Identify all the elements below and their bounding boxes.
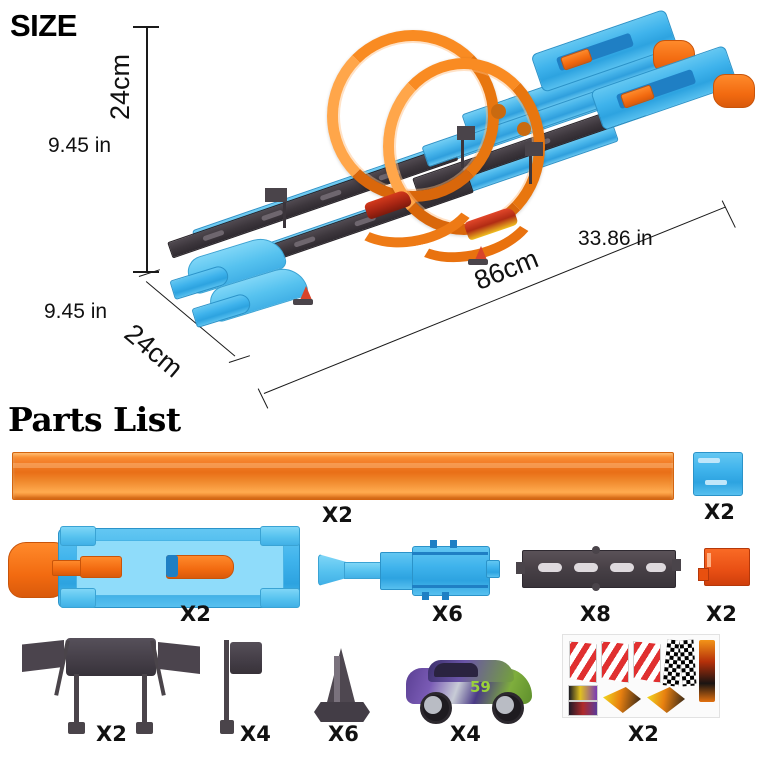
signpost-sign-1 [457, 126, 475, 140]
qty-small-blue-connector: X2 [704, 500, 735, 524]
qty-blue-launcher-base: X2 [180, 602, 211, 626]
part-orange-block-connector [698, 546, 750, 590]
qty-blue-track-connector: X6 [432, 602, 463, 626]
part-sign-post [212, 636, 270, 734]
height-cm-label: 24cm [105, 53, 135, 120]
part-small-blue-connector [693, 452, 743, 496]
height-inches-label: 9.45 in [48, 134, 112, 157]
depth-cm-label: 24cm [118, 318, 189, 384]
product-photo [165, 8, 755, 329]
qty-sign-post: X4 [240, 722, 271, 746]
qty-finish-gate-with-flags: X2 [96, 722, 127, 746]
qty-traffic-cone: X6 [328, 722, 359, 746]
part-traffic-cone [310, 648, 380, 730]
signpost-pole-3 [283, 194, 286, 228]
part-dark-slotted-track [516, 546, 681, 592]
part-finish-gate-with-flags [16, 634, 200, 734]
part-sticker-sheet [562, 634, 720, 718]
qty-dark-slotted-track: X8 [580, 602, 611, 626]
height-dimension-line [146, 26, 148, 272]
cone-on-base-2 [300, 286, 312, 300]
cone-on-base-1 [475, 246, 487, 260]
length-inches-label: 33.86 in [578, 227, 653, 250]
part-race-car: 59 [404, 652, 536, 726]
loop-badge-1 [491, 104, 506, 119]
signpost-pole-1 [461, 130, 464, 168]
race-car-number: 59 [470, 678, 491, 696]
signpost-pole-2 [529, 146, 532, 184]
signpost-sign-2 [525, 142, 543, 156]
size-section-title: SIZE [10, 8, 77, 43]
part-blue-launcher-base [8, 526, 308, 608]
launcher-knob-2 [713, 74, 755, 108]
height-tick-bottom [133, 271, 159, 273]
qty-sticker-sheet: X2 [628, 722, 659, 746]
height-tick-top [133, 26, 159, 28]
signpost-sign-3 [265, 188, 287, 202]
part-blue-track-connector [318, 540, 500, 600]
depth-inches-label: 9.45 in [44, 300, 108, 323]
part-orange-straight-rail [12, 452, 674, 500]
parts-list-title: Parts List [8, 400, 181, 439]
depth-tick-end [228, 355, 251, 364]
loop-badge-2 [517, 122, 531, 136]
qty-orange-straight-rail: X2 [322, 503, 353, 527]
qty-orange-block-connector: X2 [706, 602, 737, 626]
qty-race-car: X4 [450, 722, 481, 746]
